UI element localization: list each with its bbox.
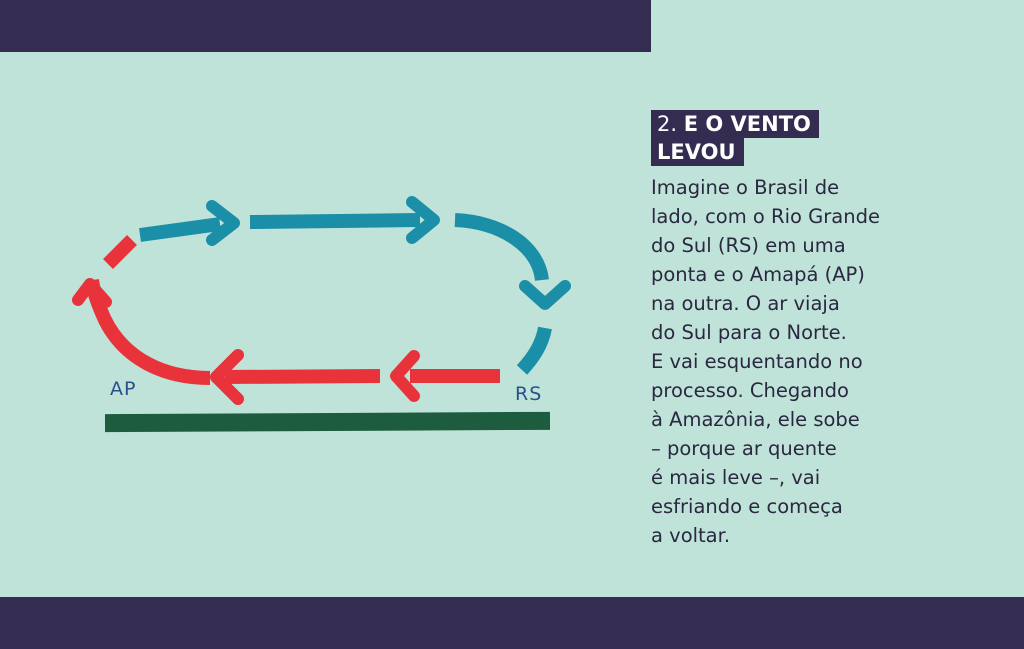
body-line: lado, com o Rio Grande bbox=[651, 205, 880, 228]
section-title: 2. E O VENTO LEVOU bbox=[651, 110, 819, 166]
cool-arrowheads bbox=[206, 196, 571, 310]
body-line: processo. Chegando bbox=[651, 379, 849, 402]
body-line: ponta e o Amapá (AP) bbox=[651, 263, 865, 286]
body-line: na outra. O ar viaja bbox=[651, 292, 840, 315]
body-line: é mais leve –, vai bbox=[651, 466, 821, 489]
body-line: Imagine o Brasil de bbox=[651, 176, 840, 199]
warm-segment-4 bbox=[103, 235, 137, 269]
cool-segment-1 bbox=[139, 217, 221, 242]
body-line: do Sul (RS) em uma bbox=[651, 234, 846, 257]
warm-arrowhead-2 bbox=[210, 349, 244, 405]
section-title-line-2: LEVOU bbox=[651, 138, 744, 166]
cool-air-path bbox=[139, 213, 552, 375]
body-line: esfriando e começa bbox=[651, 495, 843, 518]
warm-segment-3 bbox=[85, 279, 211, 385]
wind-cycle-graphic bbox=[72, 196, 571, 433]
top-bar bbox=[0, 0, 651, 52]
section-number: 2. bbox=[657, 112, 678, 136]
body-line: a voltar. bbox=[651, 524, 731, 547]
section-title-text-1: E O VENTO bbox=[683, 112, 811, 136]
body-line: E vai esquentando no bbox=[651, 350, 863, 373]
warm-arrowheads bbox=[72, 278, 420, 405]
cool-segment-4 bbox=[516, 326, 552, 375]
warm-arrowhead-3 bbox=[72, 278, 112, 308]
section-title-line-1: 2. E O VENTO bbox=[651, 110, 819, 138]
label-ap: AP bbox=[110, 378, 137, 400]
cool-segment-2 bbox=[249, 213, 421, 229]
cool-arrowhead-3 bbox=[519, 280, 571, 310]
warm-segment-2 bbox=[224, 369, 381, 384]
label-rs: RS bbox=[515, 383, 543, 405]
body-paragraph: Imagine o Brasil de lado, com o Rio Gran… bbox=[651, 173, 971, 550]
ground-bar bbox=[104, 411, 551, 433]
cool-arrowhead-1 bbox=[206, 200, 240, 246]
wind-cycle-diagram: AP RS bbox=[60, 180, 600, 450]
bottom-bar bbox=[0, 597, 1024, 649]
body-line: do Sul para o Norte. bbox=[651, 321, 847, 344]
warm-air-path bbox=[85, 235, 500, 385]
warm-arrowhead-1 bbox=[390, 350, 420, 402]
cool-arrowhead-2 bbox=[406, 196, 440, 244]
body-line: à Amazônia, ele sobe bbox=[651, 408, 860, 431]
cool-segment-3 bbox=[454, 213, 549, 282]
section-title-text-2: LEVOU bbox=[657, 140, 736, 164]
body-line: – porque ar quente bbox=[651, 437, 837, 460]
